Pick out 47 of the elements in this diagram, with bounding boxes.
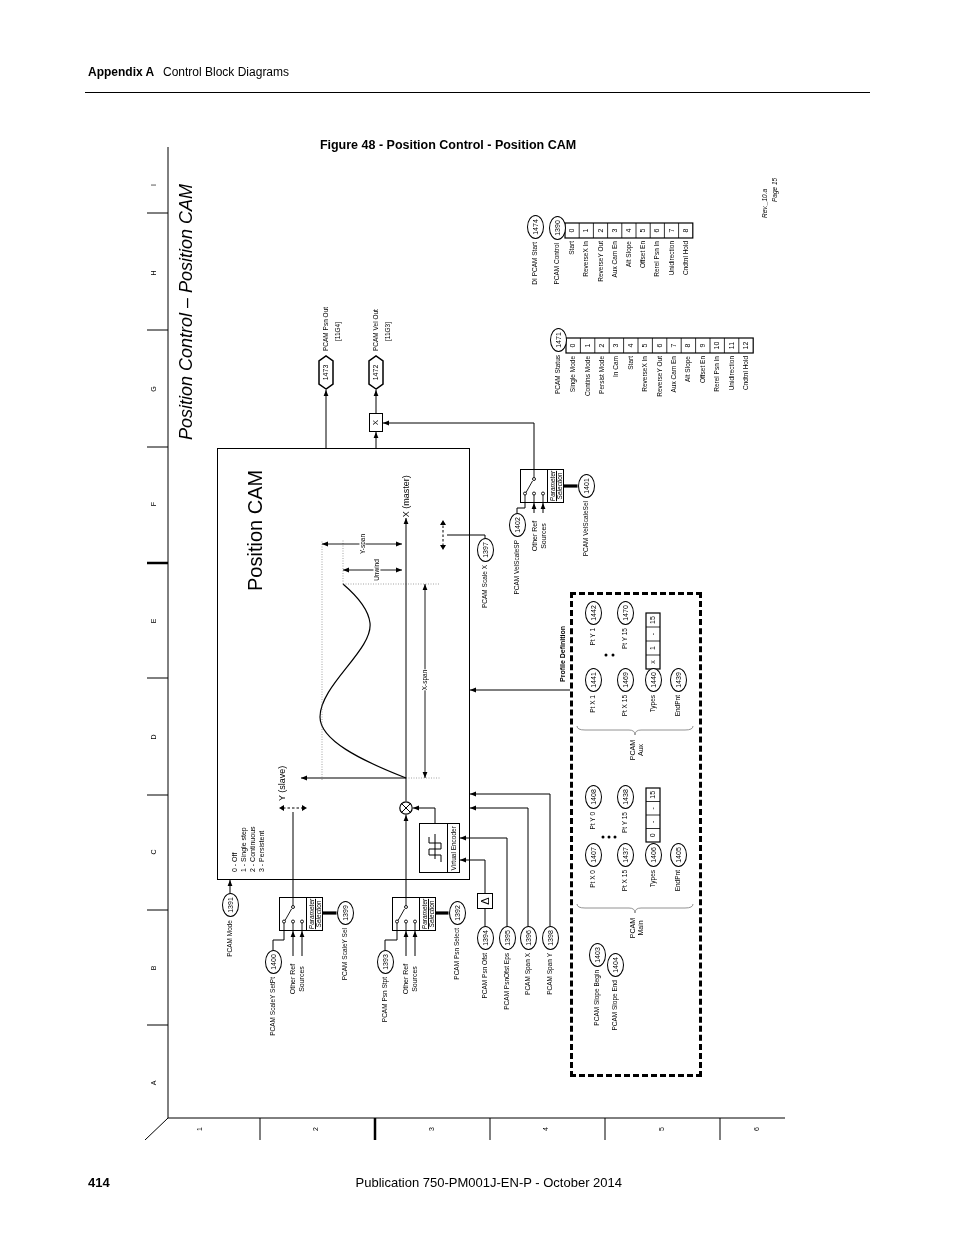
axis-label: Y (slave) (278, 765, 288, 801)
connector-line (272, 930, 285, 951)
connector-line (484, 908, 486, 927)
selector-box (520, 469, 564, 503)
connector-line (564, 484, 578, 488)
function-block (217, 448, 470, 880)
arrow (412, 930, 418, 957)
arrow (299, 930, 305, 957)
delta-block: Δ (477, 893, 493, 909)
publication-footer: Publication 750-PM001J-EN-P - October 2014 (355, 1176, 622, 1191)
connector-line (436, 911, 449, 915)
arrow (412, 805, 436, 824)
arrow (531, 502, 537, 514)
connector-line (516, 502, 526, 514)
arrow (382, 420, 535, 470)
multiply-block: X (369, 413, 383, 432)
scale-arrow (438, 520, 447, 551)
arrow (373, 431, 379, 449)
connector-line (446, 534, 486, 539)
running-head: Appendix A (88, 66, 155, 80)
selector-box (392, 897, 436, 931)
arrow (373, 389, 379, 414)
diagram-heading: Position Control – Position CAM (177, 183, 197, 440)
selector-box (279, 897, 323, 931)
multiplier-symbol (398, 801, 413, 816)
scale-arrow (278, 804, 307, 813)
encoder-block (418, 823, 460, 874)
connector-line (292, 811, 294, 898)
arrow (459, 857, 486, 894)
arrow (227, 879, 233, 894)
arrow (403, 517, 409, 802)
figure-title: Figure 48 - Position Control - Position CAM (319, 138, 577, 152)
arrow (403, 930, 409, 957)
connector-line (323, 911, 337, 915)
arrow (323, 389, 329, 449)
arrow (403, 814, 409, 898)
connector-line (384, 930, 398, 951)
page-number: 414 (88, 1176, 110, 1191)
arrow (459, 835, 508, 927)
arrow (469, 791, 551, 927)
arrow (469, 687, 571, 693)
block-title: Position CAM (244, 469, 267, 591)
axis-label: X (master) (398, 472, 413, 519)
arrow (290, 930, 296, 957)
arrow (469, 805, 529, 927)
running-head: Control Block Diagrams (163, 66, 290, 80)
arrow (540, 502, 546, 514)
